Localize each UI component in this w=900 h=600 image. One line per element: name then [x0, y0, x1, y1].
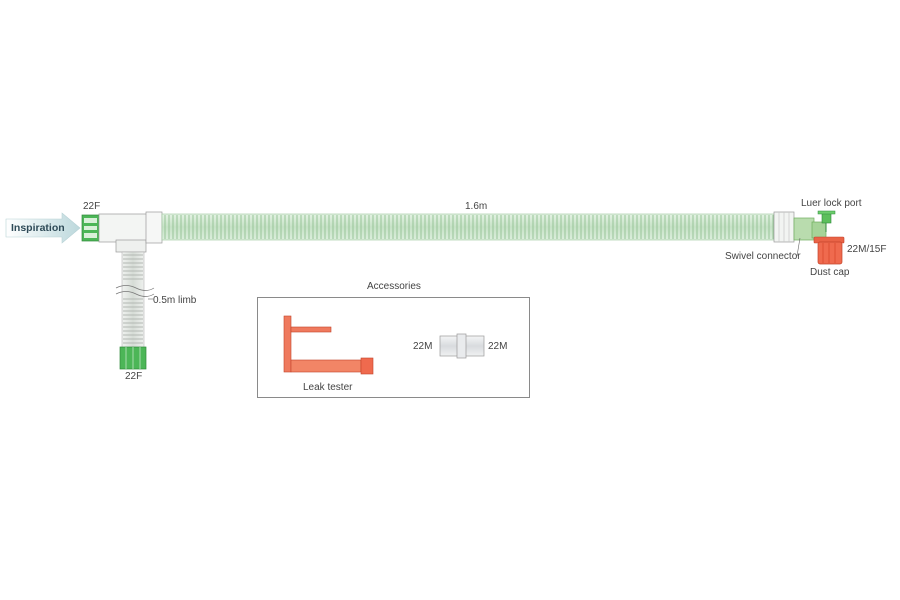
limb-length-label: 0.5m limb	[153, 295, 197, 306]
inspiration-arrow	[5, 212, 81, 244]
port-22m-15f-label: 22M/15F	[847, 244, 887, 255]
main-corrugated-tube	[161, 213, 775, 241]
main-length-label: 1.6m	[465, 201, 488, 212]
port-22f-bottom-label: 22F	[125, 371, 143, 382]
patient-end-cuff	[773, 211, 795, 243]
adapter-22m-22m	[439, 333, 485, 359]
t-piece	[98, 211, 163, 253]
leak-tester-label: Leak tester	[303, 382, 353, 393]
limb-tube	[115, 251, 155, 349]
luer-lock-port-label: Luer lock port	[801, 198, 862, 209]
leak-tester	[283, 315, 374, 375]
luer-lock-port	[817, 210, 836, 232]
accessories-title: Accessories	[367, 281, 421, 292]
swivel-connector-label: Swivel connector	[725, 251, 801, 262]
swivel-leader-line	[796, 237, 801, 257]
limb-22f-connector	[119, 346, 147, 370]
port-22f-top-label: 22F	[83, 201, 101, 212]
dust-cap-label: Dust cap	[810, 267, 850, 278]
accessories-box	[257, 297, 530, 398]
swivel-connector	[793, 217, 827, 241]
inspiration-label: Inspiration	[11, 222, 65, 234]
adapter-right-label: 22M	[488, 341, 508, 352]
adapter-left-label: 22M	[413, 341, 433, 352]
inlet-22f-connector	[81, 214, 100, 242]
dust-cap	[813, 236, 845, 265]
